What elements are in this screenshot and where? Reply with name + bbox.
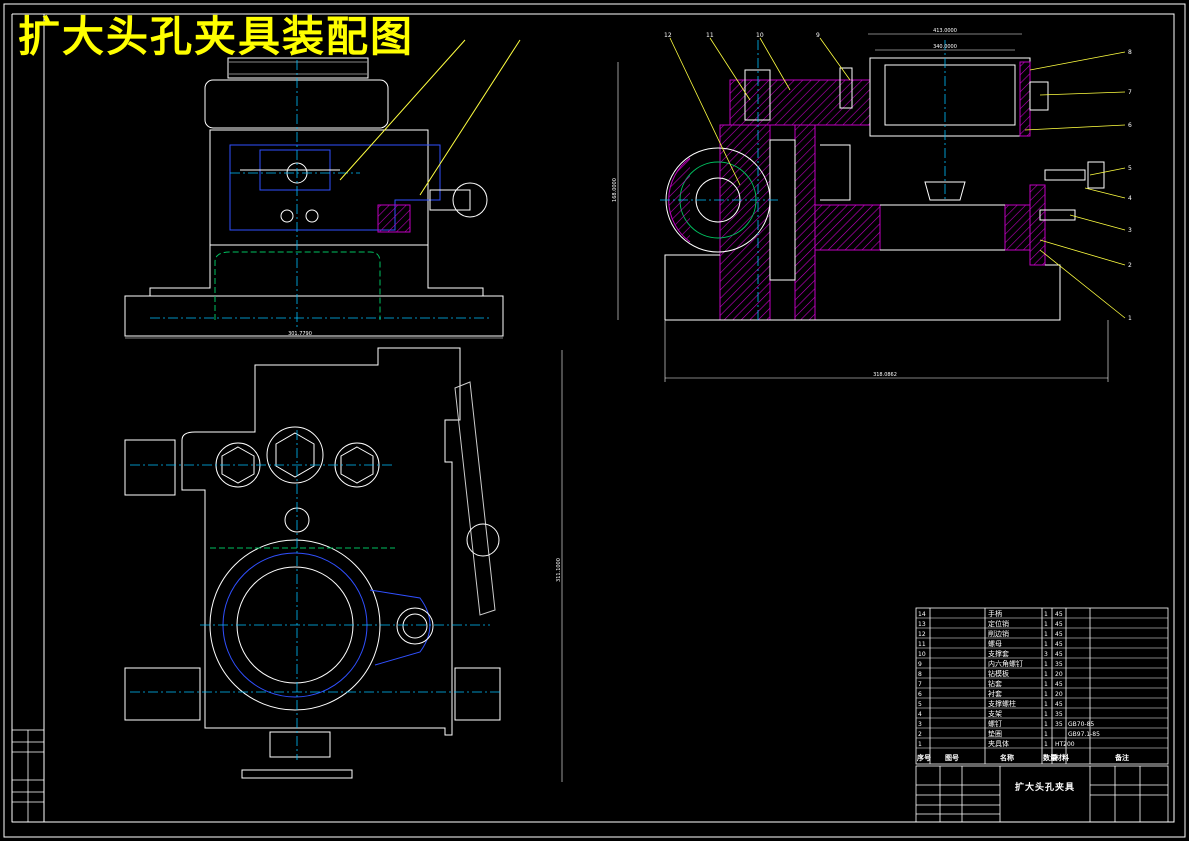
bom-cell-material: 20	[1055, 671, 1063, 678]
plan-view	[124, 347, 563, 782]
bom-cell-name: 支架	[988, 709, 1002, 718]
bom-cell-remark: GB70-85	[1068, 721, 1094, 728]
bom-cell-material: HT200	[1055, 741, 1075, 748]
front-view	[124, 39, 521, 339]
bom-cell-seq: 5	[918, 701, 922, 708]
side-view	[617, 33, 1126, 382]
balloon-10: 10	[756, 32, 764, 39]
balloon-12: 12	[664, 32, 672, 39]
bom-cell-name: 钻套	[988, 679, 1002, 688]
bom-cell-material: 45	[1055, 651, 1063, 658]
margin-stamp	[11, 729, 45, 823]
bom-cell-name: 螺钉	[988, 719, 1002, 728]
bom-cell-qty: 1	[1044, 681, 1048, 688]
balloon-9: 9	[816, 32, 820, 39]
balloon-8: 8	[1128, 49, 1132, 56]
dim-side-inner: 340.0000	[933, 44, 957, 50]
bom-cell-seq: 2	[918, 731, 922, 738]
bom-cell-seq: 12	[918, 631, 926, 638]
bom-cell-seq: 10	[918, 651, 926, 658]
bom-header-remark: 备注	[1114, 753, 1129, 762]
bom-cell-material: 45	[1055, 641, 1063, 648]
bom-cell-name: 钻模板	[988, 669, 1009, 678]
bom-cell-name: 内六角螺钉	[988, 659, 1023, 668]
bom-header-material: 材料	[1054, 753, 1069, 762]
bom-header-name: 名称	[1000, 753, 1014, 762]
bom-cell-seq: 8	[918, 671, 922, 678]
bom-cell-qty: 1	[1044, 741, 1048, 748]
bom-cell-seq: 6	[918, 691, 922, 698]
bom-table	[915, 607, 1169, 765]
balloon-2: 2	[1128, 262, 1132, 269]
bom-header-code: 图号	[945, 753, 959, 762]
bom-cell-qty: 1	[1044, 711, 1048, 718]
bom-cell-material: 45	[1055, 681, 1063, 688]
bom-header-seq: 序号	[916, 753, 931, 762]
bom-cell-qty: 1	[1044, 641, 1048, 648]
sheet-border	[3, 3, 1186, 838]
bom-cell-qty: 1	[1044, 721, 1048, 728]
bom-header: 序号 图号 名称 数量 材料 备注	[916, 753, 1129, 762]
title-block	[915, 765, 1169, 823]
bom-cell-material: 45	[1055, 621, 1063, 628]
title-block-name: 扩大头孔夹具	[1015, 781, 1075, 793]
bom-cell-name: 垫圈	[988, 729, 1002, 738]
balloon-11: 11	[706, 32, 714, 39]
bom-cell-seq: 14	[918, 611, 926, 618]
balloon-5: 5	[1128, 165, 1132, 172]
drawing-title: 扩大头孔夹具装配图	[18, 12, 415, 61]
bom-cell-material: 45	[1055, 631, 1063, 638]
bom-cell-material: 35	[1055, 721, 1063, 728]
bom-cell-seq: 7	[918, 681, 922, 688]
bom-cell-name: 定位销	[988, 619, 1009, 628]
bom-cell-material: 45	[1055, 701, 1063, 708]
dim-side-top: 413.0000	[933, 28, 957, 34]
balloon-labels: 12 11 10 9 8 7 6 5 4 3 2 1	[664, 32, 1132, 322]
bom-cell-material: 35	[1055, 711, 1063, 718]
bom-cell-seq: 11	[918, 641, 926, 648]
bom-cell-name: 削边销	[988, 629, 1009, 638]
dim-side-total: 318.0862	[873, 372, 897, 378]
bom-cell-material: 45	[1055, 611, 1063, 618]
bom-cell-seq: 1	[918, 741, 922, 748]
bom-cell-name: 支撑套	[988, 649, 1009, 658]
bom-cell-name: 手柄	[988, 609, 1002, 618]
dim-front-width: 301.7790	[288, 331, 312, 337]
bom-cell-remark: GB97.1-85	[1068, 731, 1100, 738]
balloon-3: 3	[1128, 227, 1132, 234]
bom-cell-name: 夹具体	[988, 739, 1009, 748]
balloon-1: 1	[1128, 315, 1132, 322]
bom-cell-seq: 4	[918, 711, 922, 718]
bom-cell-seq: 9	[918, 661, 922, 668]
balloon-7: 7	[1128, 89, 1132, 96]
bom-cell-seq: 13	[918, 621, 926, 628]
bom-cell-qty: 1	[1044, 661, 1048, 668]
bom-cell-name: 螺母	[988, 639, 1002, 648]
dim-plan-height: 311.1000	[556, 558, 562, 582]
bom-cell-qty: 1	[1044, 671, 1048, 678]
bom-header-qty: 数量	[1043, 753, 1057, 762]
bom-cell-qty: 1	[1044, 621, 1048, 628]
bom-cell-qty: 1	[1044, 701, 1048, 708]
bom-cell-seq: 3	[918, 721, 922, 728]
bom-cell-name: 衬套	[988, 689, 1002, 698]
bom-cell-material: 20	[1055, 691, 1063, 698]
bom-cell-qty: 1	[1044, 691, 1048, 698]
balloon-4: 4	[1128, 195, 1132, 202]
bom-cell-qty: 1	[1044, 611, 1048, 618]
dim-side-height: 168.0000	[612, 178, 618, 202]
bom-cell-name: 支撑螺柱	[988, 699, 1016, 708]
bom-cell-qty: 3	[1044, 651, 1048, 658]
bom-cell-material: 35	[1055, 661, 1063, 668]
bom-cell-qty: 1	[1044, 731, 1048, 738]
balloon-6: 6	[1128, 122, 1132, 129]
bom-cell-qty: 1	[1044, 631, 1048, 638]
